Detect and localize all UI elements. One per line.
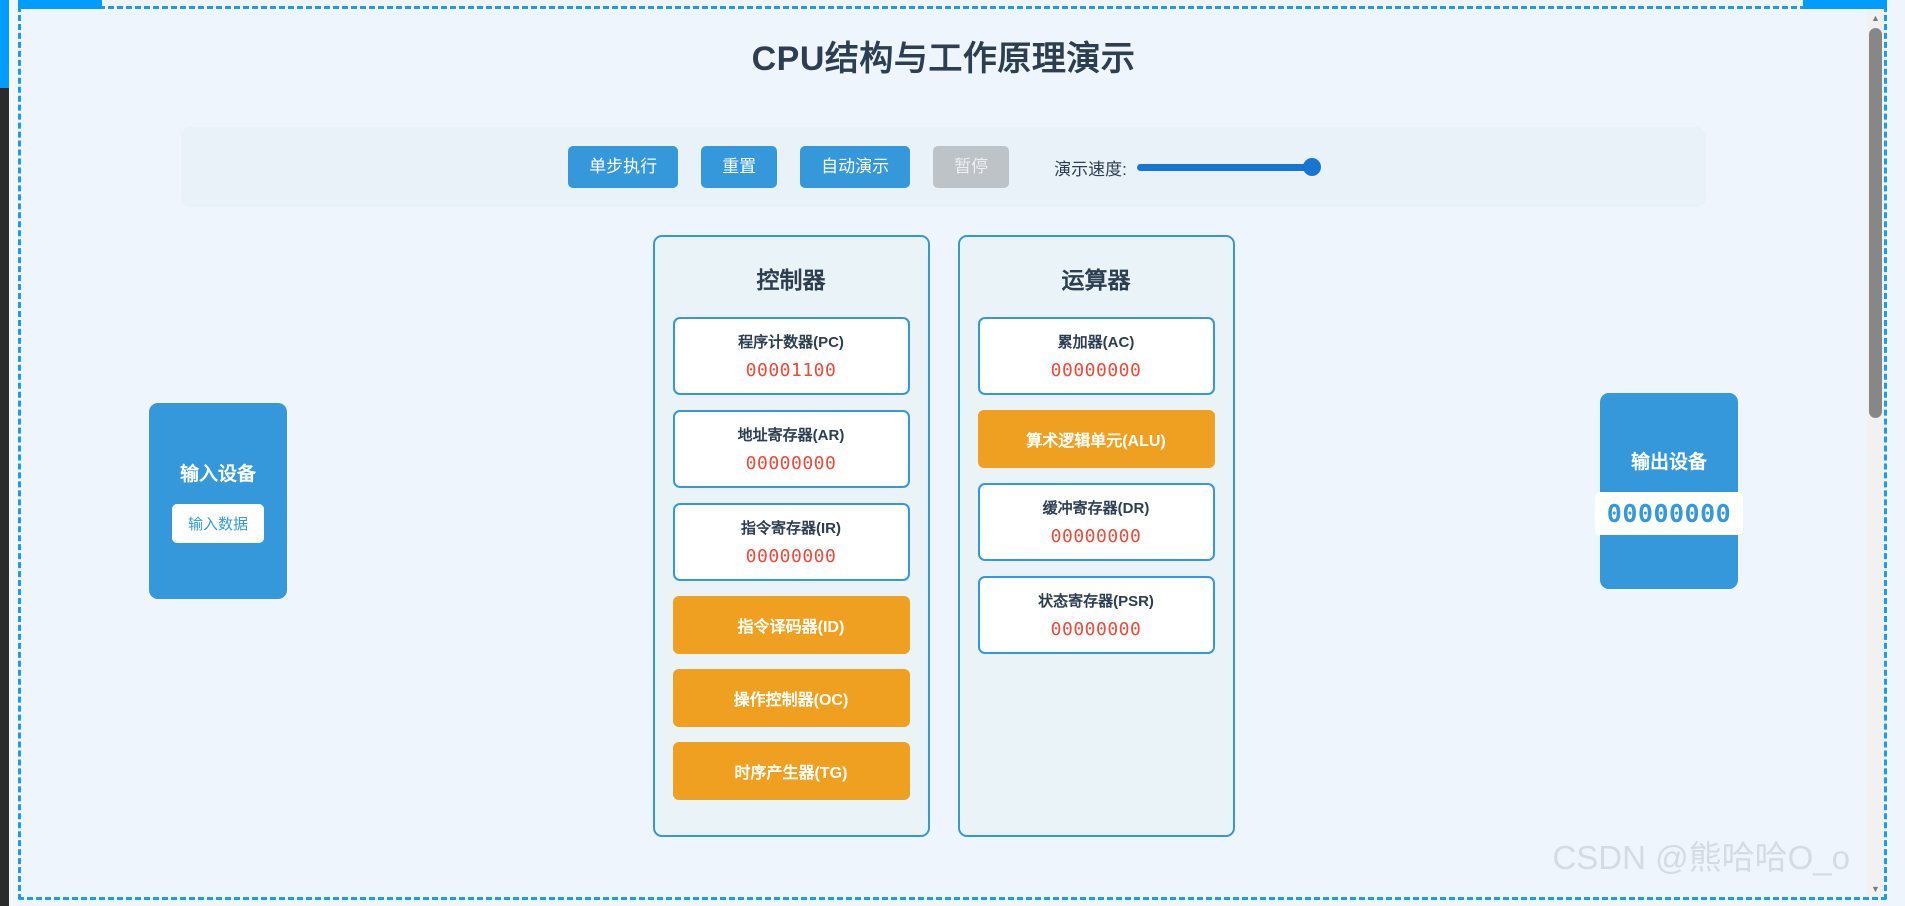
block-operation-controller[interactable]: 操作控制器(OC) bbox=[672, 669, 910, 727]
page-content: CPU结构与工作原理演示 单步执行 重置 自动演示 暂停 演示速度: 输入设备 … bbox=[21, 9, 1866, 897]
alu-unit-title: 运算器 bbox=[1061, 267, 1131, 293]
controller-unit-title: 控制器 bbox=[756, 267, 826, 293]
window-left-gutter bbox=[9, 0, 18, 906]
speed-label: 演示速度: bbox=[1054, 159, 1127, 179]
scroll-down-icon[interactable]: ▼ bbox=[1871, 883, 1880, 894]
register-psr-value: 00000000 bbox=[1050, 619, 1142, 640]
register-dr[interactable]: 缓冲寄存器(DR) 00000000 bbox=[977, 483, 1215, 561]
auto-demo-button[interactable]: 自动演示 bbox=[800, 145, 911, 189]
register-ar-name: 地址寄存器(AR) bbox=[737, 427, 845, 444]
register-pc-name: 程序计数器(PC) bbox=[738, 334, 844, 351]
vertical-scrollbar[interactable]: ▲ ▼ bbox=[1867, 9, 1884, 897]
selection-frame-tab-left bbox=[18, 0, 102, 9]
pause-button[interactable]: 暂停 bbox=[933, 145, 1010, 189]
output-device-title: 输出设备 bbox=[1630, 452, 1707, 473]
csdn-watermark: CSDN @熊哈哈O_o bbox=[1552, 839, 1850, 876]
window-left-edge bbox=[0, 0, 9, 906]
step-execute-button[interactable]: 单步执行 bbox=[568, 145, 679, 189]
speed-slider-track bbox=[1136, 163, 1319, 171]
register-ac-value: 00000000 bbox=[1050, 360, 1142, 381]
output-device-panel: 输出设备 00000000 bbox=[1594, 393, 1744, 589]
output-device-value: 00000000 bbox=[1594, 492, 1744, 535]
reset-button[interactable]: 重置 bbox=[701, 145, 778, 189]
block-instruction-decoder[interactable]: 指令译码器(ID) bbox=[672, 596, 910, 654]
speed-slider[interactable] bbox=[1136, 156, 1321, 178]
cpu-units: 控制器 程序计数器(PC) 00001100 地址寄存器(AR) 0000000… bbox=[21, 235, 1866, 837]
block-timing-generator[interactable]: 时序产生器(TG) bbox=[672, 742, 910, 800]
page-title: CPU结构与工作原理演示 bbox=[751, 40, 1136, 78]
register-ir[interactable]: 指令寄存器(IR) 00000000 bbox=[672, 503, 910, 581]
scroll-up-icon[interactable]: ▲ bbox=[1871, 12, 1880, 23]
cpu-diagram: 输入设备 输入数据 输出设备 00000000 控制器 程序计数器(PC) 00… bbox=[21, 235, 1866, 837]
selection-frame-tab-right bbox=[1803, 0, 1887, 9]
window-left-edge-accent bbox=[0, 0, 9, 88]
register-ir-name: 指令寄存器(IR) bbox=[741, 520, 841, 537]
register-psr-name: 状态寄存器(PSR) bbox=[1038, 593, 1154, 610]
alu-unit-panel: 运算器 累加器(AC) 00000000 算术逻辑单元(ALU) 缓冲寄存器(D… bbox=[957, 235, 1235, 837]
scrollbar-thumb[interactable] bbox=[1869, 28, 1882, 418]
register-ar[interactable]: 地址寄存器(AR) 00000000 bbox=[672, 410, 910, 488]
register-pc[interactable]: 程序计数器(PC) 00001100 bbox=[672, 317, 910, 395]
speed-slider-thumb[interactable] bbox=[1302, 158, 1321, 176]
input-device-title: 输入设备 bbox=[179, 464, 256, 485]
block-alu[interactable]: 算术逻辑单元(ALU) bbox=[977, 410, 1215, 468]
controller-unit-panel: 控制器 程序计数器(PC) 00001100 地址寄存器(AR) 0000000… bbox=[652, 235, 930, 837]
register-ac[interactable]: 累加器(AC) 00000000 bbox=[977, 317, 1215, 395]
register-psr[interactable]: 状态寄存器(PSR) 00000000 bbox=[977, 576, 1215, 654]
register-ir-value: 00000000 bbox=[745, 546, 837, 567]
speed-control: 演示速度: bbox=[1054, 155, 1321, 180]
input-data-button[interactable]: 输入数据 bbox=[171, 504, 264, 543]
input-device-panel: 输入设备 输入数据 bbox=[149, 403, 287, 599]
register-dr-name: 缓冲寄存器(DR) bbox=[1042, 500, 1150, 517]
register-dr-value: 00000000 bbox=[1050, 526, 1142, 547]
register-ac-name: 累加器(AC) bbox=[1057, 334, 1135, 351]
register-ar-value: 00000000 bbox=[745, 453, 837, 474]
register-pc-value: 00001100 bbox=[745, 360, 837, 381]
control-toolbar: 单步执行 重置 自动演示 暂停 演示速度: bbox=[181, 127, 1706, 207]
